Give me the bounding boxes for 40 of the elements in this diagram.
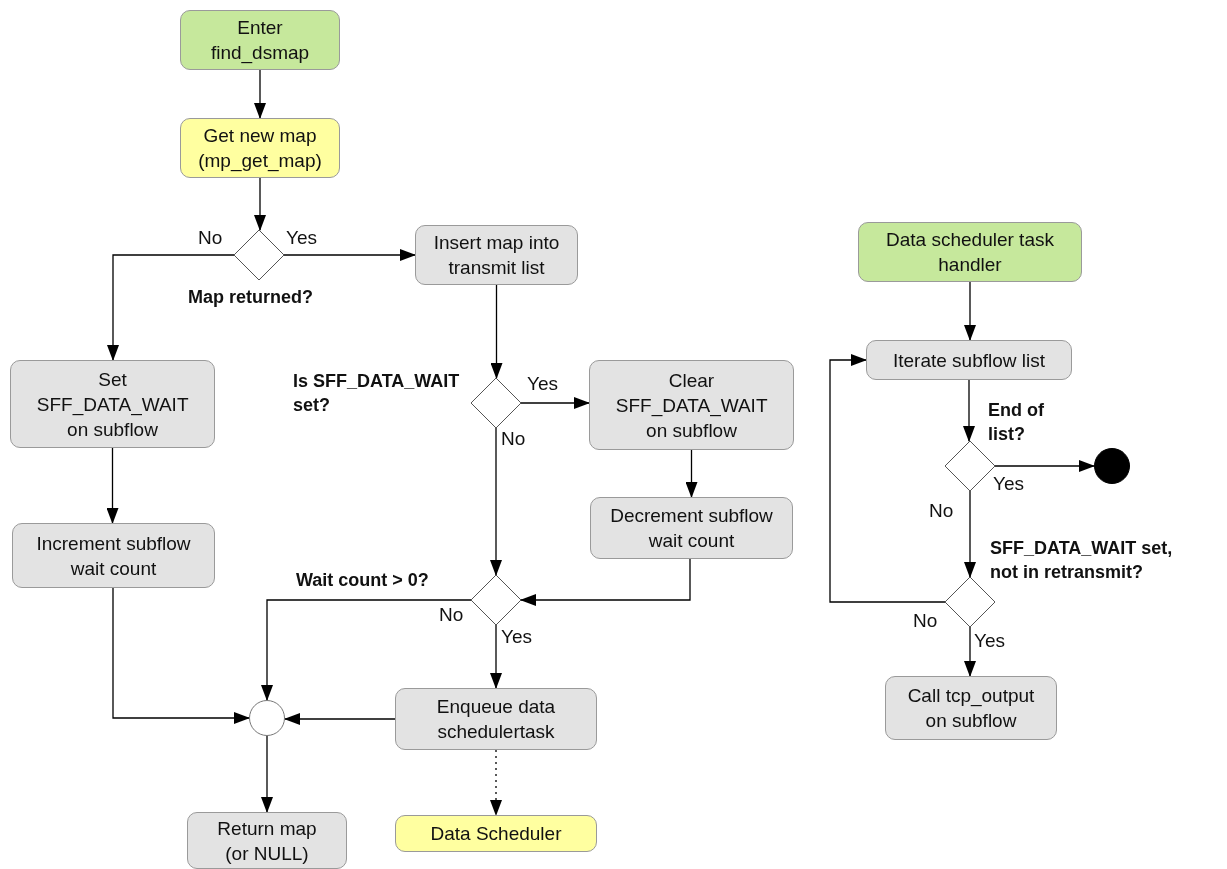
arrow bbox=[964, 281, 976, 341]
process-box: Return map (or NULL) bbox=[187, 812, 347, 869]
process-box: Data Scheduler bbox=[395, 815, 597, 852]
arrow bbox=[964, 626, 976, 677]
arrow bbox=[829, 354, 946, 603]
process-box: Get new map (mp_get_map) bbox=[180, 118, 340, 178]
process-box: Data scheduler task handler bbox=[858, 222, 1082, 282]
arrow bbox=[261, 599, 472, 701]
arrow bbox=[106, 447, 119, 524]
process-box: Call tcp_output on subflow bbox=[885, 676, 1057, 740]
arrow bbox=[283, 249, 416, 261]
arrow bbox=[107, 254, 235, 361]
decision-label: SFF_DATA_WAIT set, not in retransmit? bbox=[990, 537, 1174, 584]
arrow bbox=[284, 713, 396, 725]
arrow bbox=[685, 449, 698, 498]
arrow bbox=[490, 749, 502, 816]
arrow bbox=[520, 558, 691, 606]
arrow bbox=[490, 624, 502, 689]
decision-label: Wait count > 0? bbox=[296, 569, 430, 592]
process-box: Set SFF_DATA_WAIT on subflow bbox=[10, 360, 215, 448]
decision-label: End of list? bbox=[988, 399, 1045, 446]
arrow bbox=[254, 69, 266, 119]
arrow bbox=[994, 460, 1095, 472]
arrow bbox=[963, 379, 975, 442]
process-box: Iterate subflow list bbox=[866, 340, 1072, 380]
decision-label: Is SFF_DATA_WAIT set? bbox=[293, 370, 461, 417]
process-box: Clear SFF_DATA_WAIT on subflow bbox=[589, 360, 794, 450]
arrow bbox=[520, 397, 590, 409]
arrow bbox=[964, 490, 976, 578]
arrow bbox=[490, 284, 503, 379]
arrow bbox=[490, 427, 502, 576]
decision-label: Map returned? bbox=[188, 286, 314, 309]
process-box: Insert map into transmit list bbox=[415, 225, 578, 285]
process-box: Increment subflow wait count bbox=[12, 523, 215, 588]
process-box: Enter find_dsmap bbox=[180, 10, 340, 70]
arrow bbox=[254, 177, 266, 231]
arrow bbox=[112, 587, 250, 724]
process-box: Enqueue data schedulertask bbox=[395, 688, 597, 750]
arrow bbox=[261, 735, 273, 813]
process-box: Decrement subflow wait count bbox=[590, 497, 793, 559]
